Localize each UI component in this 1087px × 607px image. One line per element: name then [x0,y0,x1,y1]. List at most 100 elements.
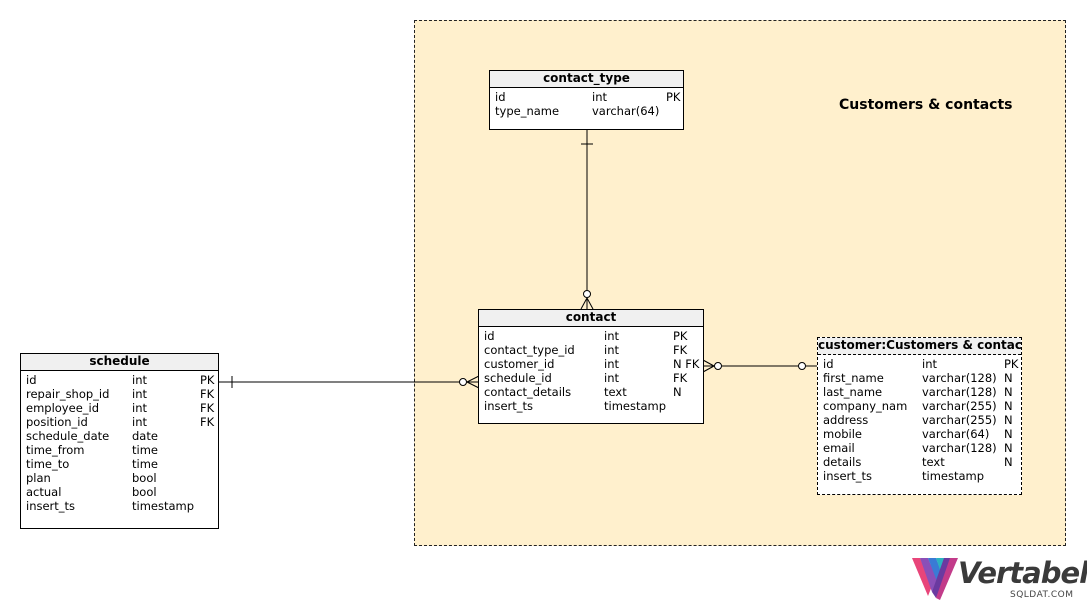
column-flags: N [1004,371,1013,385]
table-title: contact_type [490,71,683,88]
column-name: first_name [823,371,884,385]
table-row[interactable]: contact_type_id int FK [479,343,703,357]
column-flags: PK [673,329,688,343]
rel-customer-contact[interactable] [702,359,818,373]
table-title: schedule [21,354,218,371]
column-type: bool [132,485,157,499]
table-row[interactable]: schedule_date date [21,429,218,443]
table-row[interactable]: schedule_id int FK [479,371,703,385]
column-name: id [484,329,495,343]
table-title: contact [479,310,703,327]
table-row[interactable]: plan bool [21,471,218,485]
column-type: varchar(128) [922,441,997,455]
column-type: varchar(255) [922,399,997,413]
table-row[interactable]: employee_id int FK [21,401,218,415]
table-row[interactable]: insert_ts timestamp [21,499,218,513]
table-customer-reference[interactable]: customer:Customers & contac id int PK fi… [817,337,1022,495]
column-type: varchar(128) [922,371,997,385]
column-name: repair_shop_id [26,387,110,401]
column-name: company_nam [823,399,908,413]
column-flags: N [673,385,682,399]
column-flags: N [1004,441,1013,455]
column-flags: N [1004,385,1013,399]
column-name: id [495,90,506,104]
column-type: int [132,387,147,401]
column-type: text [604,385,627,399]
table-row[interactable]: actual bool [21,485,218,499]
column-type: varchar(64) [592,104,660,118]
column-type: time [132,443,158,457]
table-row[interactable]: time_to time [21,457,218,471]
column-name: last_name [823,385,883,399]
column-type: int [132,373,147,387]
table-row[interactable]: type_name varchar(64) [490,104,683,118]
table-contact[interactable]: contact id int PK contact_type_id int FK… [478,309,704,424]
column-flags: FK [200,401,215,415]
rel-contact-type-contact[interactable] [580,130,594,310]
column-type: int [604,343,619,357]
column-flags: N FK [673,357,700,371]
table-row[interactable]: contact_details text N [479,385,703,399]
column-name: contact_details [484,385,572,399]
column-name: insert_ts [26,499,76,513]
table-row[interactable]: position_id int FK [21,415,218,429]
column-flags: N [1004,455,1013,469]
table-row[interactable]: customer_id int N FK [479,357,703,371]
column-type: int [132,415,147,429]
table-row[interactable]: id int PK [479,329,703,343]
column-name: id [823,357,834,371]
column-flags: N [1004,427,1013,441]
logo-subtext: SQLDAT.COM [1010,590,1074,600]
table-row[interactable]: address varchar(255) N [818,413,1021,427]
column-flags: PK [666,90,681,104]
column-name: actual [26,485,62,499]
table-row[interactable]: mobile varchar(64) N [818,427,1021,441]
column-name: position_id [26,415,88,429]
column-type: varchar(255) [922,413,997,427]
column-type: varchar(64) [922,427,990,441]
column-type: int [132,401,147,415]
column-type: timestamp [604,399,667,413]
table-row[interactable]: insert_ts timestamp [818,469,1021,483]
table-row[interactable]: insert_ts timestamp [479,399,703,413]
column-type: bool [132,471,157,485]
table-row[interactable]: id int PK [818,357,1021,371]
column-type: timestamp [922,469,985,483]
column-name: schedule_id [484,371,552,385]
column-flags: FK [673,343,688,357]
column-type: text [922,455,945,469]
column-name: insert_ts [484,399,534,413]
column-type: int [604,371,619,385]
column-name: address [823,413,869,427]
table-row[interactable]: repair_shop_id int FK [21,387,218,401]
rel-schedule-contact[interactable] [218,375,480,389]
column-flags: N [1004,413,1013,427]
table-row[interactable]: email varchar(128) N [818,441,1021,455]
column-name: type_name [495,104,560,118]
column-name: email [823,441,855,455]
column-name: insert_ts [823,469,873,483]
table-schedule[interactable]: schedule id int PK repair_shop_id int FK… [20,353,219,529]
column-flags: FK [200,387,215,401]
table-row[interactable]: details text N [818,455,1021,469]
table-contact-type[interactable]: contact_type id int PK type_name varchar… [489,70,684,130]
column-flags: FK [673,371,688,385]
column-name: plan [26,471,51,485]
column-type: timestamp [132,499,195,513]
table-row[interactable]: id int PK [490,90,683,104]
table-row[interactable]: first_name varchar(128) N [818,371,1021,385]
column-name: mobile [823,427,863,441]
column-type: int [922,357,937,371]
column-flags: PK [1004,357,1019,371]
column-name: time_to [26,457,70,471]
table-row[interactable]: company_nam varchar(255) N [818,399,1021,413]
column-name: contact_type_id [484,343,575,357]
column-type: int [604,357,619,371]
column-name: time_from [26,443,85,457]
table-row[interactable]: last_name varchar(128) N [818,385,1021,399]
table-row[interactable]: id int PK [21,373,218,387]
column-type: time [132,457,158,471]
subject-area-title: Customers & contacts [839,97,1013,113]
table-row[interactable]: time_from time [21,443,218,457]
